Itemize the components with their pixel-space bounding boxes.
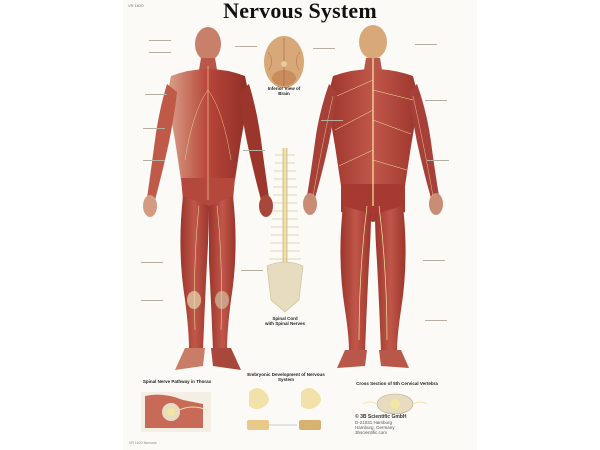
spinal-pathway-inset [141,392,211,432]
publisher-line-1: D-21031 Hamburg [355,420,393,425]
poster-title: Nervous System [223,0,377,23]
publisher-name: © 3B Scientific GmbH [355,414,407,420]
caption-spinal-pathway: Spinal Nerve Pathway in Thorax [142,379,212,384]
embryonic-development-inset [247,388,321,430]
cross-section-vertebra-inset [362,393,428,415]
poster: VR 1620 Nervous System [123,0,477,450]
product-code: VR 1620 [128,3,144,8]
footer-code: VR 1620 Nervous [129,441,157,445]
caption-cross-section: Cross Section of 5th Cervical Vertebra [356,381,438,386]
back-body-figure [303,25,443,368]
publisher-line-2: Hamburg, Germany [355,425,395,430]
publisher-line-3: 3bscientific.com [355,430,388,435]
front-body-figure [143,27,273,370]
caption-spinal-line-2: with Spinal Nerves [264,321,305,326]
caption-embryonic: Embryonic Development of Nervous System [247,372,325,382]
publisher-block: © 3B Scientific GmbH D-21031 Hamburg Ham… [355,414,407,436]
caption-spinal-line-1: Spinal Cord [272,316,298,321]
spinal-cord-illustration [266,148,304,313]
inferior-brain-illustration [264,36,304,88]
anatomy-illustration [141,25,443,432]
caption-spinal-cord: Spinal Cord with Spinal Nerves [263,316,307,326]
caption-inferior-brain: Inferior View of Brain [267,86,301,96]
